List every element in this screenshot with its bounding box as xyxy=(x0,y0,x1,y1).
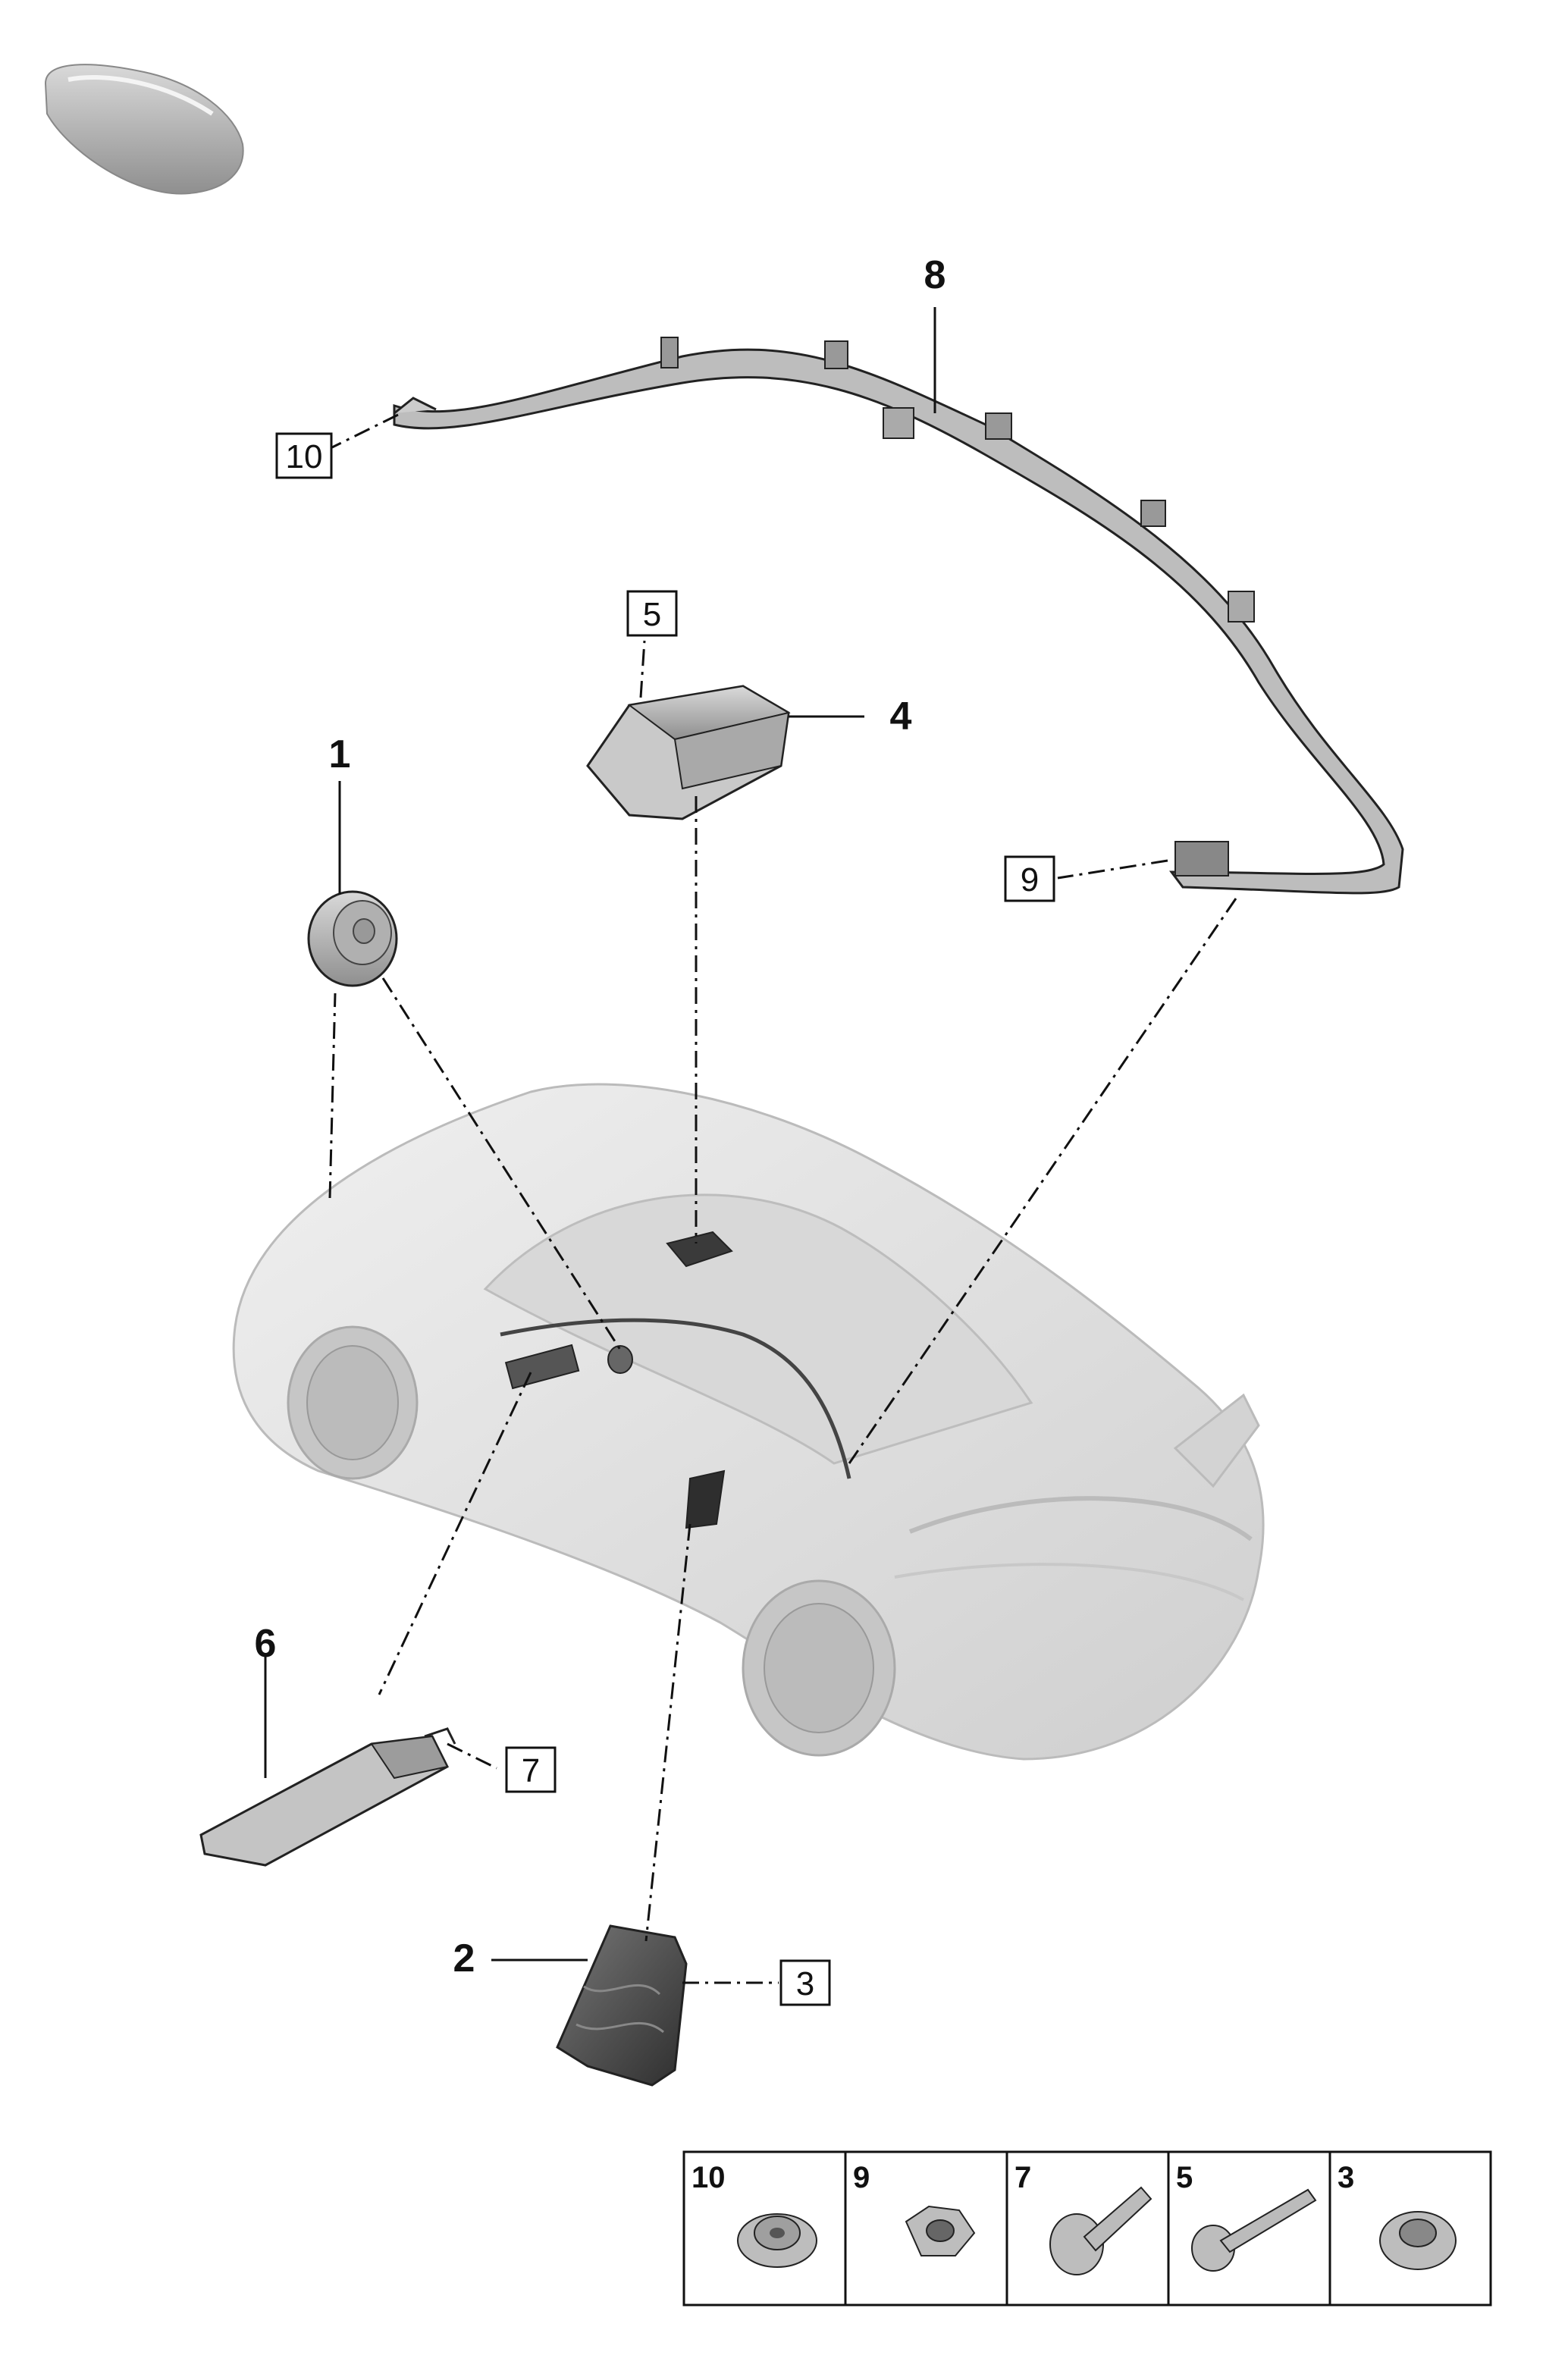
hex-nut-icon xyxy=(905,2205,976,2256)
callout-4: 4 xyxy=(890,695,912,739)
fastener-cell-7: 7 xyxy=(1014,2161,1152,2275)
svg-text:7: 7 xyxy=(1014,2161,1031,2194)
svg-text:5: 5 xyxy=(643,596,661,633)
car-body xyxy=(232,1083,1265,1761)
part-8-curtain-airbag xyxy=(393,337,1404,895)
boxed-callout-7: 7 xyxy=(505,1746,557,1793)
boxed-callout-5: 5 xyxy=(626,590,678,637)
part-4-passenger-airbag xyxy=(586,685,791,820)
boxed-callout-9: 9 xyxy=(1004,855,1055,902)
long-bolt-icon xyxy=(1191,2188,1317,2272)
callout-8: 8 xyxy=(924,253,946,297)
fastener-table: 10 9 7 5 xyxy=(682,2150,1492,2307)
boxed-callout-10: 10 xyxy=(275,432,333,479)
svg-text:7: 7 xyxy=(522,1752,540,1789)
cap-nut-icon xyxy=(1379,2211,1457,2270)
svg-text:10: 10 xyxy=(691,2161,726,2194)
boxed-callout-3: 3 xyxy=(779,1959,831,2006)
svg-text:9: 9 xyxy=(853,2161,870,2194)
part-1-round-module xyxy=(307,890,398,987)
svg-text:3: 3 xyxy=(1338,2161,1354,2194)
leader-lines xyxy=(264,307,936,1962)
fastener-cell-5: 5 xyxy=(1176,2161,1317,2272)
svg-text:9: 9 xyxy=(1021,861,1039,898)
boxed-callouts: 10 5 9 7 3 xyxy=(275,432,1055,2006)
bolt-icon xyxy=(1049,2186,1152,2275)
flange-nut-icon xyxy=(737,2213,817,2268)
car-silhouette-icon xyxy=(44,64,244,195)
fastener-cell-10: 10 xyxy=(691,2161,817,2268)
svg-text:10: 10 xyxy=(286,438,323,475)
part-6-side-airbag xyxy=(199,1727,456,1867)
callout-6: 6 xyxy=(255,1622,277,1666)
svg-text:5: 5 xyxy=(1176,2161,1193,2194)
fastener-cell-3: 3 xyxy=(1338,2161,1457,2270)
callout-2: 2 xyxy=(453,1937,475,1980)
bold-callouts: 8 4 1 6 2 xyxy=(255,253,946,1980)
fastener-cell-9: 9 xyxy=(853,2161,976,2256)
reference-lines xyxy=(328,413,1237,1984)
svg-text:3: 3 xyxy=(796,1965,814,2002)
part-2-door-pad xyxy=(556,1924,688,2087)
callout-1: 1 xyxy=(329,732,351,776)
